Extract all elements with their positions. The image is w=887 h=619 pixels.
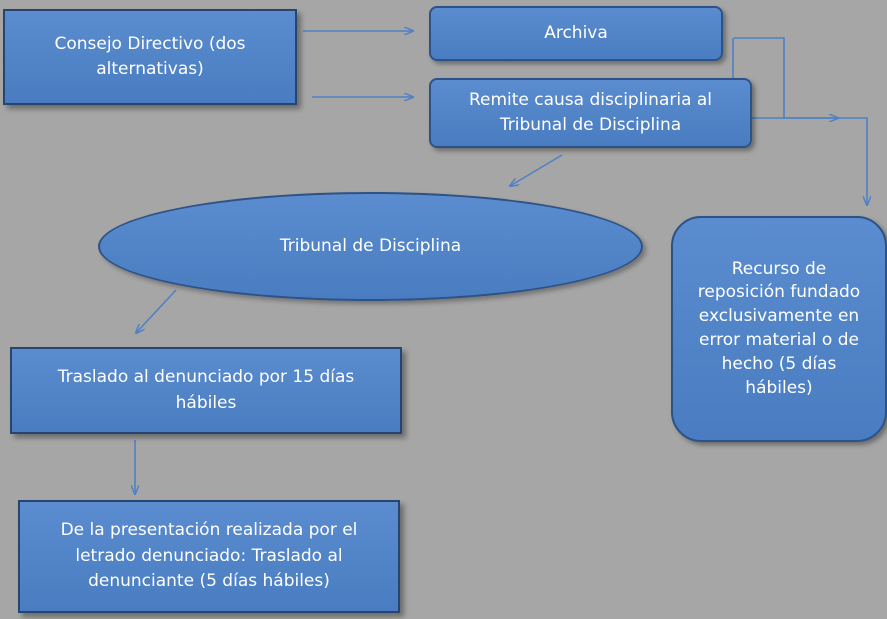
node-archiva-label: Archiva: [544, 22, 608, 43]
arrow-archiva-to-recurso: [734, 37, 867, 205]
arrow-remite-to-tribunal: [510, 154, 563, 186]
node-consejo-directivo: Consejo Directivo (dos alternativas): [3, 9, 297, 105]
arrow-tribunal-to-traslado: [136, 289, 177, 333]
node-presentacion-letrado-label: De la presentación realizada por el letr…: [60, 520, 358, 592]
node-recurso-de-reposicion: Recurso de reposición fundado exclusivam…: [671, 216, 887, 442]
node-consejo-directivo-label: Consejo Directivo (dos alternativas): [54, 33, 246, 80]
node-traslado-denunciado: Traslado al denunciado por 15 días hábil…: [10, 347, 402, 434]
node-presentacion-letrado: De la presentación realizada por el letr…: [18, 500, 400, 613]
node-remite-causa: Remite causa disciplinaria al Tribunal d…: [429, 78, 752, 148]
node-recurso-de-reposicion-label: Recurso de reposición fundado exclusivam…: [697, 258, 861, 398]
node-tribunal-de-disciplina: Tribunal de Disciplina: [98, 192, 643, 301]
node-remite-causa-label: Remite causa disciplinaria al Tribunal d…: [468, 89, 713, 136]
node-archiva: Archiva: [429, 6, 723, 61]
node-tribunal-de-disciplina-label: Tribunal de Disciplina: [279, 235, 462, 256]
node-traslado-denunciado-label: Traslado al denunciado por 15 días hábil…: [57, 367, 355, 413]
